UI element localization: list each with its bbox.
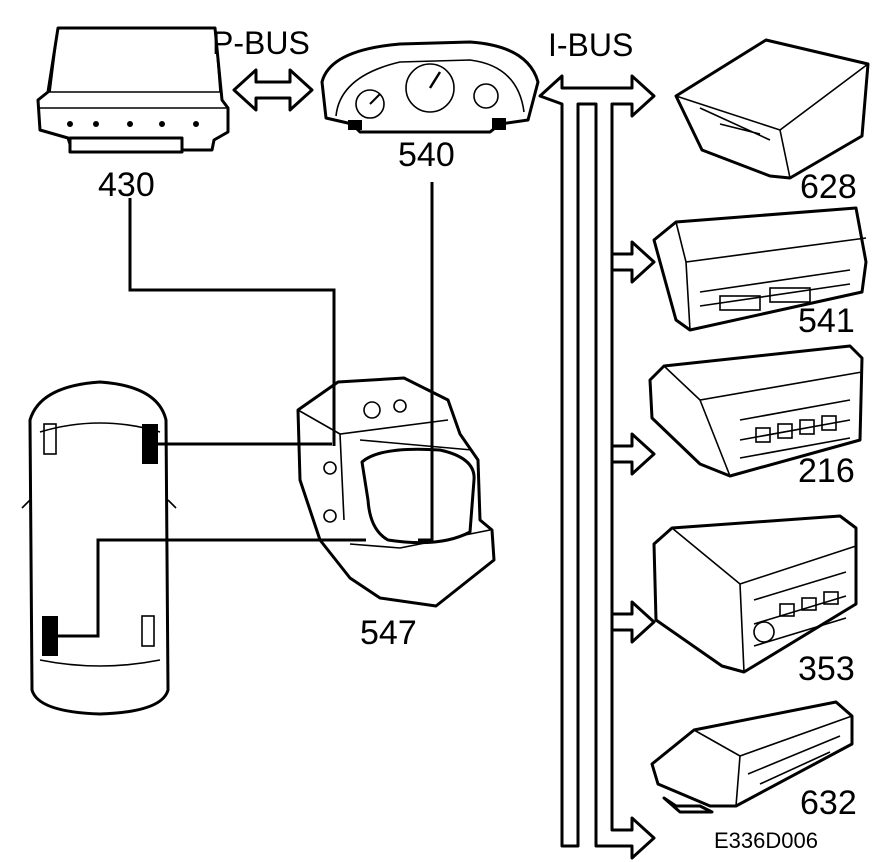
label-632: 632: [800, 784, 857, 822]
instrument-cluster-540: [320, 40, 540, 134]
label-i-bus: I-BUS: [548, 27, 633, 63]
label-p-bus: P-BUS: [212, 25, 310, 61]
label-541: 541: [798, 302, 855, 340]
i-bus-arrows: [538, 74, 656, 860]
p-bus-arrow: [232, 68, 314, 112]
wires: [58, 182, 434, 638]
label-628: 628: [800, 168, 857, 206]
label-353: 353: [798, 650, 855, 688]
unit-541: [652, 206, 868, 332]
label-216: 216: [798, 452, 855, 490]
unit-632: [650, 700, 854, 814]
figure-code: E336D006: [714, 828, 818, 853]
label-547: 547: [360, 614, 417, 652]
unit-628: [674, 38, 870, 180]
unit-353: [652, 514, 858, 674]
label-540: 540: [398, 136, 455, 174]
module-430: [36, 26, 230, 154]
label-430: 430: [98, 166, 155, 204]
unit-216: [648, 344, 864, 478]
abs-unit-547: [296, 376, 496, 608]
